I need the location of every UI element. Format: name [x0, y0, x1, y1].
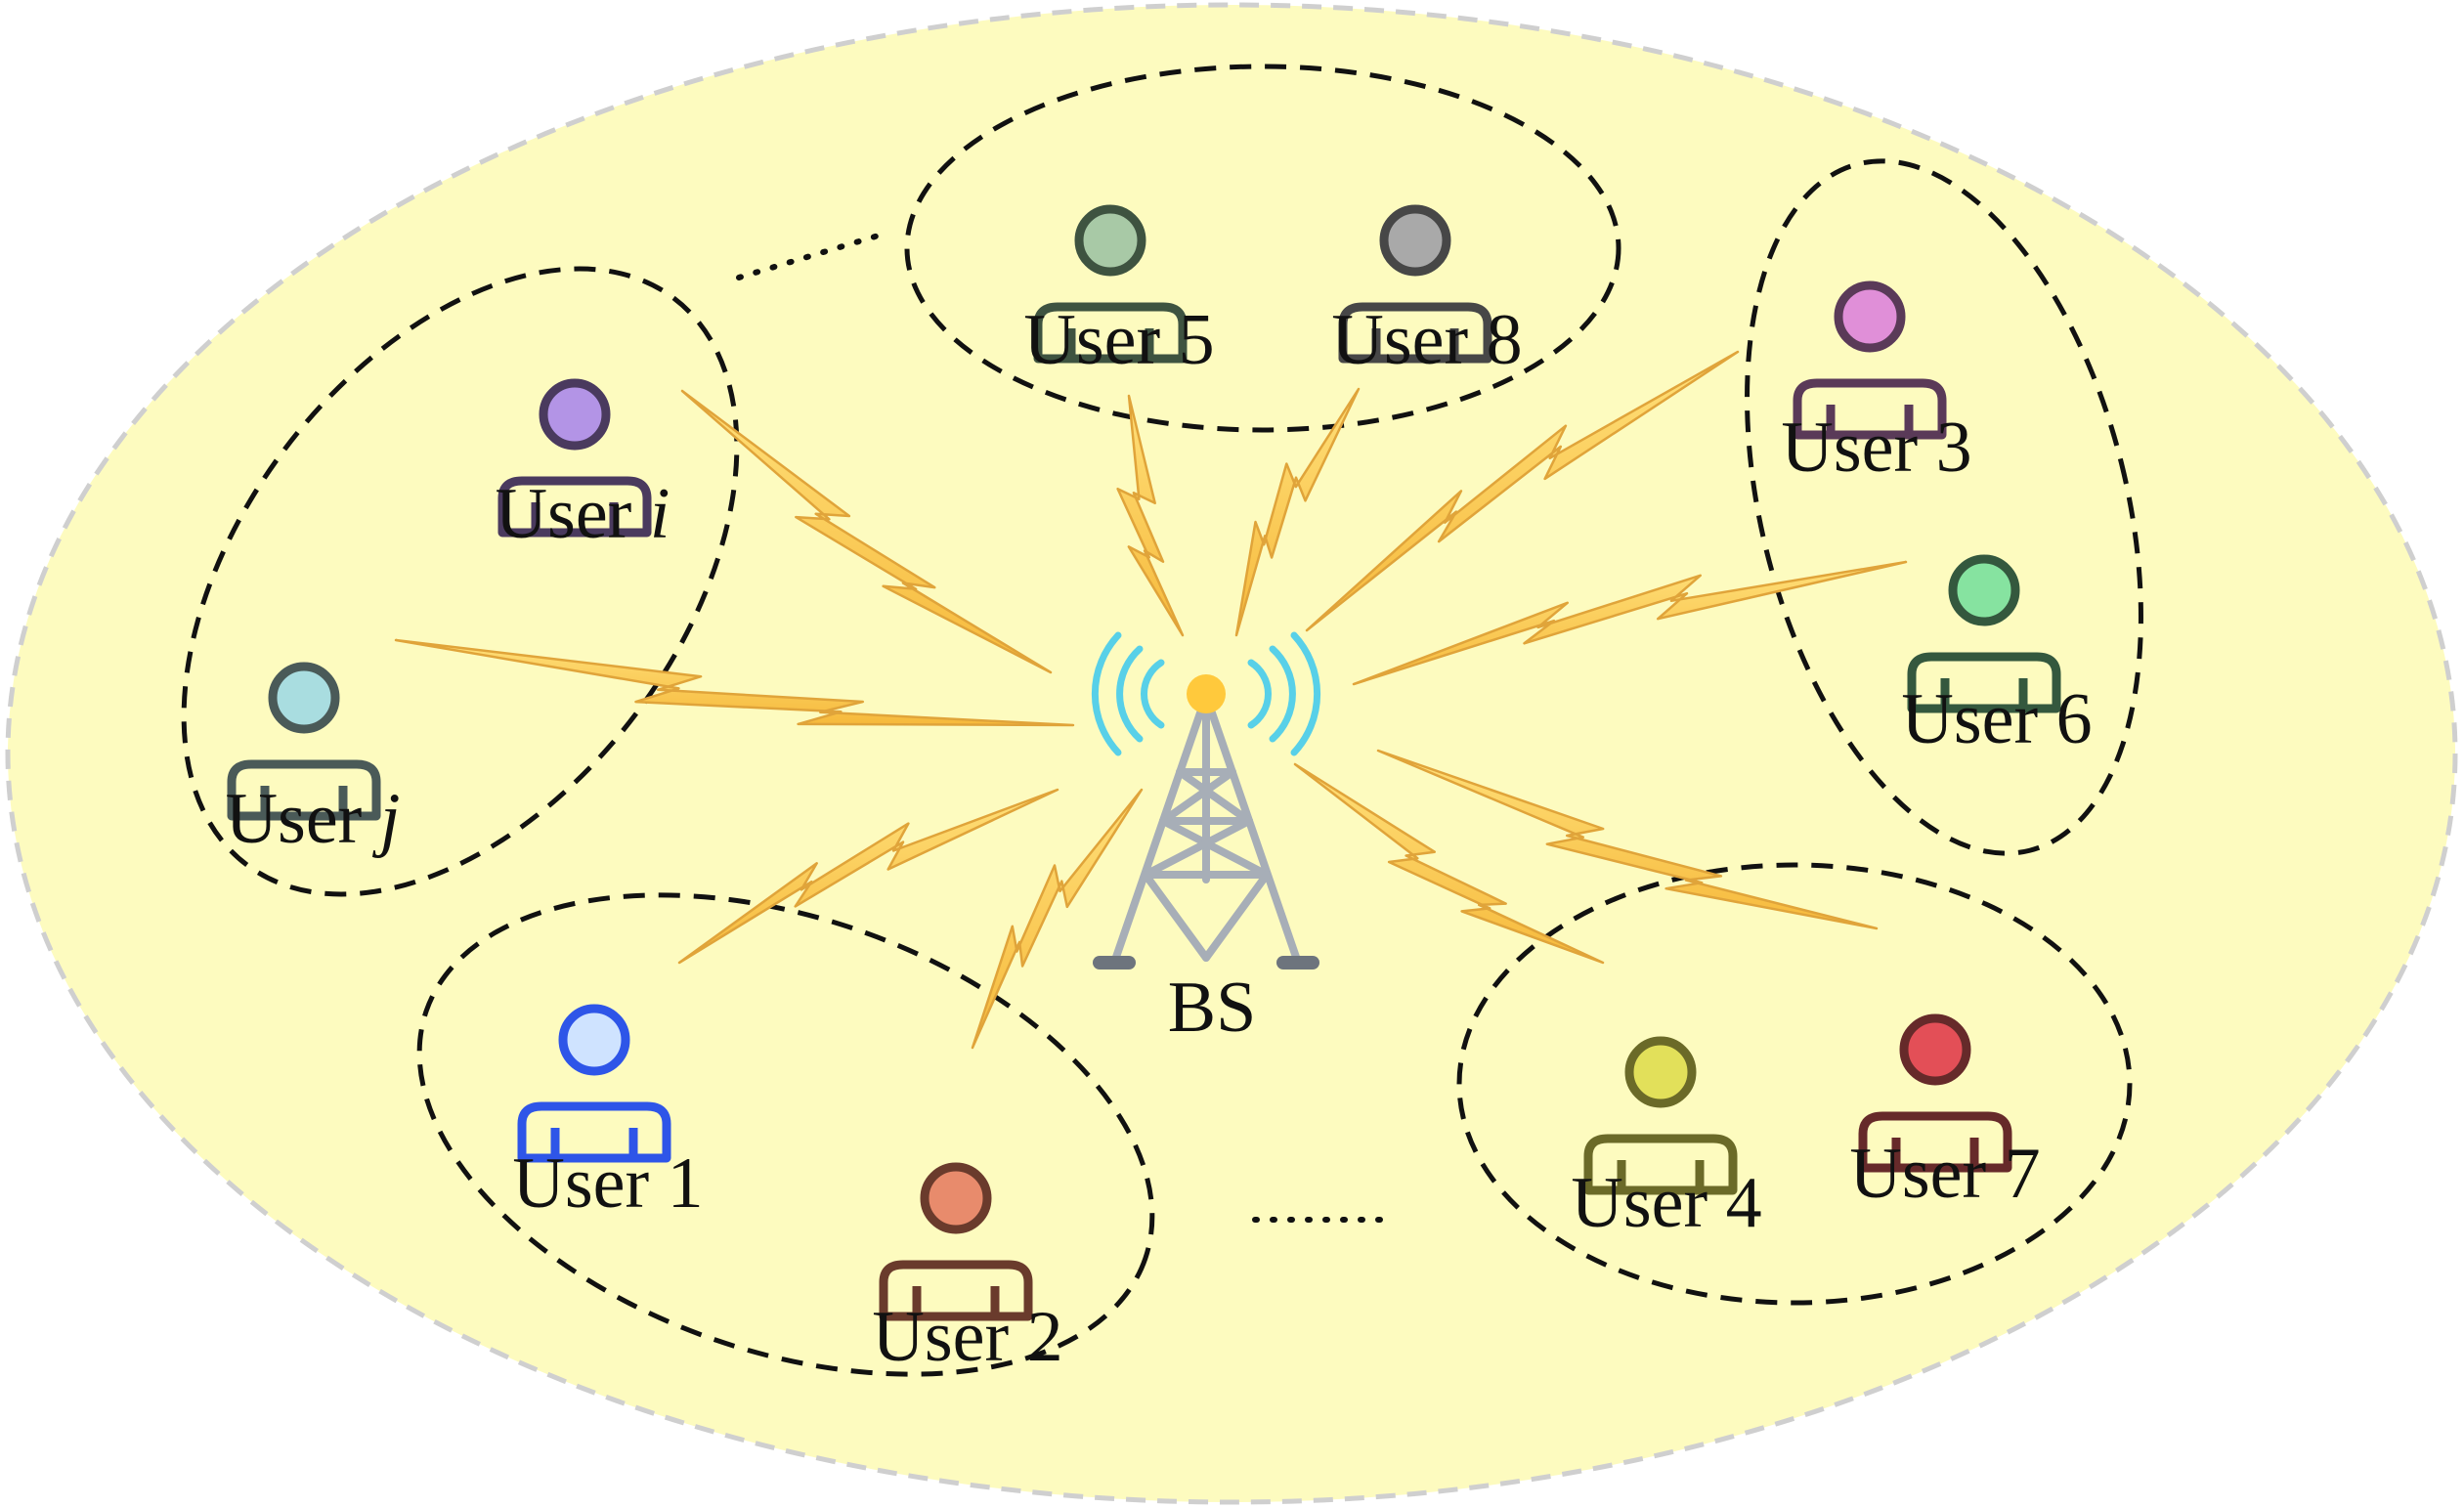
user-8-figure: User 8	[1331, 204, 1523, 380]
group-outline-i-j	[181, 266, 740, 897]
cell-tower-icon	[1110, 692, 1302, 967]
user-2-label: User 2	[872, 1297, 1062, 1377]
tower-foot-left	[1093, 956, 1136, 969]
group-outline-4-7	[1456, 862, 2133, 1306]
signal-waves-icon	[1091, 631, 1321, 756]
base-station-label: BS	[1168, 968, 1257, 1048]
user-1-label: User 1	[512, 1143, 703, 1224]
user-6-figure: User 6	[1901, 554, 2093, 759]
user-6-label: User 6	[1901, 679, 2092, 759]
user-7-label: User 7	[1849, 1134, 2040, 1214]
lightning-bolt-icon	[1293, 762, 1605, 965]
lightning-bolt-icon	[677, 788, 1059, 965]
user-7-figure: User 7	[1849, 1013, 2041, 1214]
person-icon	[227, 662, 381, 821]
user-j-label: User j	[226, 779, 401, 859]
person-icon	[517, 1004, 671, 1163]
group-outline-1-2	[416, 892, 1155, 1377]
user-i-label: User i	[496, 474, 670, 554]
user-4-figure: User 4	[1571, 1036, 1762, 1243]
wireless-links	[394, 350, 1908, 1050]
lightning-bolt-icon	[1305, 350, 1740, 632]
person-icon	[1793, 280, 1947, 440]
user-2-figure: User 2	[872, 1162, 1063, 1377]
lightning-bolt-icon	[1234, 387, 1361, 637]
lightning-bolt-icon	[971, 788, 1144, 1050]
user-8-label: User 8	[1331, 300, 1522, 380]
antenna-light-icon	[1187, 674, 1226, 713]
user-3-figure: User 3	[1781, 280, 1972, 488]
group-outline-3-6	[1745, 158, 2143, 856]
group-outlines	[181, 64, 2143, 1377]
lightning-bolt-icon	[394, 638, 1075, 727]
lightning-bolt-icon	[680, 389, 1053, 674]
person-icon	[1858, 1013, 2012, 1173]
person-icon	[497, 378, 652, 538]
user-1-figure: User 1	[512, 1004, 704, 1224]
user-3-label: User 3	[1781, 408, 1971, 488]
tower-foot-right	[1276, 956, 1319, 969]
person-icon	[1907, 554, 2061, 713]
person-icon	[1583, 1036, 1738, 1195]
ellipsis-dots-top	[736, 232, 885, 280]
user-5-figure: User 5	[1023, 204, 1215, 380]
base-station: BS	[1091, 631, 1321, 1048]
person-icon	[1033, 204, 1188, 364]
user-j-figure: User j	[226, 662, 401, 859]
user-5-label: User 5	[1023, 300, 1214, 380]
lightning-bolt-icon	[1352, 560, 1908, 686]
lightning-bolt-icon	[1116, 394, 1185, 637]
group-outline-5-8	[904, 64, 1621, 433]
lightning-bolt-icon	[1376, 749, 1879, 930]
person-icon	[879, 1162, 1033, 1321]
person-icon	[1338, 204, 1492, 364]
user-4-label: User 4	[1571, 1163, 1761, 1243]
user-i-figure: User i	[496, 378, 670, 554]
users: User 1 User 2 User 3 User 4 User 5 User 6 User…	[226, 204, 2093, 1377]
